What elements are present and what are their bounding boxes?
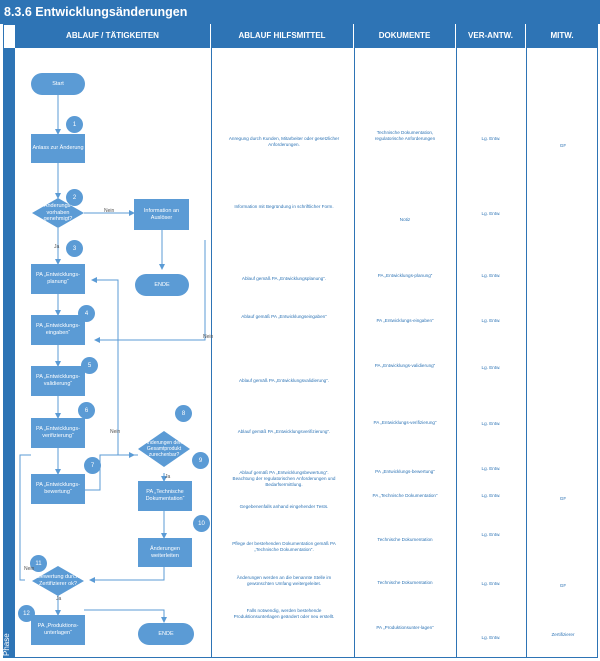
technische-node: PA „Technische Dokumentation“ [138, 481, 192, 511]
column-divider [456, 48, 457, 658]
eingaben-node: PA „Entwicklungs-eingaben“ [31, 315, 85, 345]
hilfsmittel-cell: Änderungen werden an die benannte Stelle… [236, 575, 332, 587]
verantw-cell: Lg. Entw. [481, 635, 501, 640]
dokumente-cell: PA „Produktionsunter-lagen“ [376, 625, 434, 630]
column-header-mitw: MITW. [526, 24, 598, 48]
step-number-12: 12 [18, 605, 35, 622]
verantw-cell: Lg. Entw. [481, 532, 501, 537]
hilfsmittel-cell: Information mit Begründung in schriftlic… [234, 204, 334, 209]
step-number-2: 2 [66, 189, 83, 206]
verantw-cell: Lg. Entw. [481, 493, 501, 498]
column-divider [211, 48, 212, 658]
edge-label-nein-1: Nein [104, 208, 115, 214]
column-header-ablauf: ABLAUF / TÄTIGKEITEN [15, 24, 211, 48]
hilfsmittel-cell: Ablauf gemäß PA „Entwicklungsplanung“. [241, 276, 327, 281]
information-node: Information an Auslöser [134, 199, 189, 230]
validierung-node: PA „Entwicklungs-validierung“ [31, 366, 85, 396]
mitw-cell: GF [559, 583, 567, 588]
step-number-8: 8 [175, 405, 192, 422]
weiterleiten-node: Änderungen weiterleiten [138, 538, 192, 567]
dokumente-cell: Notiz [399, 217, 411, 222]
column-header-verantw: VER-ANTW. [456, 24, 526, 48]
dokumente-cell: Technische Dokumentation [377, 580, 433, 585]
step-number-4: 4 [78, 305, 95, 322]
produktion-node: PA „Produktions-unterlagen“ [31, 615, 85, 645]
process-frame [3, 24, 598, 658]
decision-gesamtprodukt-shape [138, 431, 190, 467]
verantw-cell: Lg. Entw. [481, 211, 501, 216]
start-node: Start [31, 73, 85, 95]
hilfsmittel-cell: Gegebenenfalls anhand eingehender Tests. [239, 504, 329, 509]
dokumente-cell: PA „Entwicklungs-planung“ [377, 273, 433, 278]
ende-node-2: ENDE [138, 623, 194, 645]
anlass-node: Anlass zur Änderung [31, 134, 85, 163]
edge-label-ja-1: Ja [54, 244, 60, 250]
verifizierung-node: PA „Entwicklungs-verifizierung“ [31, 418, 85, 448]
mitw-cell: Zertifizierer [551, 632, 575, 637]
edge-label-ja-2: Ja [165, 474, 171, 480]
mitw-cell: GF [559, 143, 567, 148]
dokumente-cell: PA „Entwicklungs-verifizierung“ [373, 420, 437, 425]
edge-label-ja-3: Ja [56, 596, 62, 602]
dokumente-cell: PA „Entwicklungs-bewertung“ [375, 469, 435, 474]
column-divider [354, 48, 355, 658]
hilfsmittel-cell: Ablauf gemäß PA „Entwicklungseingaben“ [241, 314, 327, 319]
decision-zertifizierer-shape [32, 566, 84, 596]
dokumente-cell: Technische Dokumentation, regulatorische… [374, 130, 436, 142]
column-header-dokumente: DOKUMENTE [354, 24, 456, 48]
hilfsmittel-cell: Falls notwendig, werden bestehende Produ… [233, 608, 335, 620]
verantw-cell: Lg. Entw. [481, 318, 501, 323]
step-number-6: 6 [78, 402, 95, 419]
mitw-cell: GF [559, 496, 567, 501]
step-number-5: 5 [81, 357, 98, 374]
ende-node-1: ENDE [135, 274, 189, 296]
verantw-cell: Lg. Entw. [481, 581, 501, 586]
decision-genehmigt: Änderungs-vorhaben genehmigt? [43, 202, 73, 223]
planung-node: PA „Entwicklungs-planung“ [31, 264, 85, 294]
hilfsmittel-cell: Ablauf gemäß PA „Entwicklungsbewertung“.… [232, 470, 336, 488]
verantw-cell: Lg. Entw. [481, 273, 501, 278]
verantw-cell: Lg. Entw. [481, 466, 501, 471]
step-number-1: 1 [66, 116, 83, 133]
column-header-hilfsmittel: ABLAUF HILFSMITTEL [211, 24, 354, 48]
hilfsmittel-cell: Anregung durch Kunden, Mitarbeiter oder … [228, 136, 340, 148]
bewertung-node: PA „Entwicklungs-bewertung“ [31, 474, 85, 504]
dokumente-cell: Technische Dokumentation [377, 537, 433, 542]
hilfsmittel-cell: Ablauf gemäß PA „Entwicklungsverifizieru… [237, 429, 331, 434]
step-number-7: 7 [84, 457, 101, 474]
verantw-cell: Lg. Entw. [481, 421, 501, 426]
verantw-cell: Lg. Entw. [481, 136, 501, 141]
step-number-3: 3 [66, 240, 83, 257]
dokumente-cell: PA „Entwicklungs-validierung“ [374, 363, 436, 368]
edge-label-nein-3: Nein [110, 429, 121, 435]
page-title: 8.3.6 Entwicklungsänderungen [0, 0, 600, 24]
hilfsmittel-cell: Pflege der bestehenden Dokumentation gem… [232, 541, 336, 553]
edge-label-nein-2: Nein [203, 334, 214, 340]
hilfsmittel-cell: Ablauf gemäß PA „Entwicklungsvalidierung… [238, 378, 330, 383]
edge-label-nein-4: Nein [24, 566, 35, 572]
decision-zertifizierer: Bewertung durch Zertifizierer ok? [37, 574, 79, 587]
dokumente-cell: PA „Technische Dokumentation“ [372, 493, 438, 498]
verantw-cell: Lg. Entw. [481, 365, 501, 370]
dokumente-cell: PA „Entwicklungs-eingaben“ [376, 318, 434, 323]
step-number-11: 11 [30, 555, 47, 572]
step-number-10: 10 [193, 515, 210, 532]
decision-gesamtprodukt: Änderungen dem Gesamtprodukt zurechenbar… [144, 439, 184, 459]
column-divider [526, 48, 527, 658]
step-number-9: 9 [192, 452, 209, 469]
phase-bar [3, 48, 15, 658]
